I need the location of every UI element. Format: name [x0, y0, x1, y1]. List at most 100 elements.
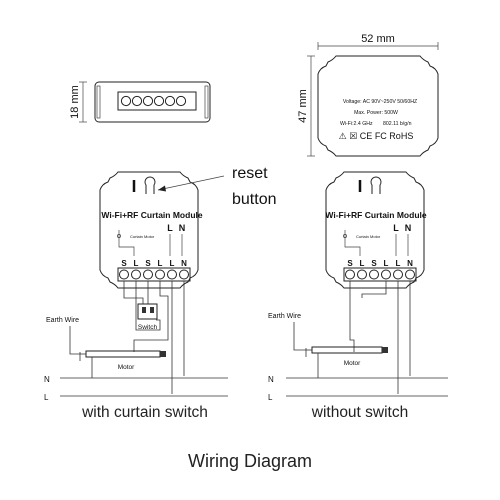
diagram-title: Wiring Diagram: [188, 451, 312, 471]
caption-with-curtain-switch: with curtain switch: [81, 404, 208, 421]
neutral-label: N: [44, 375, 50, 384]
side-view-terminal-strip: [117, 91, 197, 111]
front-label-view: 52 mm 47 mm Voltage: AC 90V~250V 50/60HZ…: [297, 33, 439, 157]
side-view-screw-row: [120, 95, 187, 107]
reset-label-line2: button: [232, 191, 276, 208]
wire-l1: [135, 281, 161, 331]
terminal-s1-label: S: [121, 259, 127, 268]
terminal-screw: [143, 269, 153, 280]
terminal-n-label: N: [181, 259, 187, 268]
spec-wifi-frequency: Wi-Fi:2.4 GHz: [340, 121, 373, 127]
side-view-screw: [153, 95, 165, 107]
module-body: [325, 171, 425, 289]
side-view-right-tab: [204, 85, 209, 119]
terminal-screw: [369, 269, 379, 280]
module-without-switch: Wi-Fi+RF Curtain Module L N Curtain Moto…: [325, 171, 427, 289]
width-dimension-label: 52 mm: [361, 33, 395, 45]
module-title: Wi-Fi+RF Curtain Module: [101, 210, 202, 220]
side-view-screw: [175, 95, 187, 107]
terminal-screw-row: [119, 269, 189, 280]
wire-l2: [133, 281, 169, 352]
neutral-label: N: [268, 375, 274, 384]
reset-callout-arrow: [158, 185, 166, 192]
terminal-l-label: L: [170, 259, 175, 268]
motor-symbol-dot: [117, 234, 121, 238]
curtain-motor-label: Curtain Motor: [130, 234, 155, 239]
terminal-screw: [119, 269, 129, 280]
terminal-screw: [131, 269, 141, 280]
terminal-l1-label: L: [134, 259, 139, 268]
terminal-l-label: L: [396, 259, 401, 268]
terminal-screw-row: [345, 269, 415, 280]
wiring-without-switch: N L Earth Wire Motor: [268, 281, 448, 402]
terminal-screw: [155, 269, 165, 280]
motor-symbol-dot: [343, 234, 347, 238]
terminal-screw: [393, 269, 403, 280]
motor-rail: [311, 346, 383, 354]
side-view-screw: [164, 95, 176, 107]
motor-label: Motor: [344, 360, 361, 367]
terminal-l1-label: L: [360, 259, 365, 268]
terminal-screw: [179, 269, 189, 280]
reset-button-callout: reset button: [157, 165, 276, 208]
module-title: Wi-Fi+RF Curtain Module: [325, 210, 426, 220]
terminal-n-label: N: [407, 259, 413, 268]
side-view-body: [94, 81, 211, 123]
wire-l2: [361, 281, 387, 298]
live-label: L: [268, 393, 273, 402]
reset-callout-line: [157, 175, 225, 191]
motor-rail: [85, 350, 161, 358]
terminal-screw: [345, 269, 355, 280]
spec-power: Max. Power: 500W: [354, 110, 398, 116]
spec-voltage: Voltage: AC 90V~250V 50/60HZ: [343, 99, 417, 105]
earth-wire: [69, 326, 80, 355]
motor-end-cap: [382, 347, 388, 353]
earth-wire-label: Earth Wire: [46, 317, 79, 324]
label-view-body: [317, 55, 439, 157]
live-label: L: [44, 393, 49, 402]
earth-wire: [293, 322, 306, 351]
module-with-switch: Wi-Fi+RF Curtain Module L N Curtain Moto…: [99, 171, 203, 289]
certification-marks: ⚠ ☒ CE FC RoHS: [339, 131, 414, 141]
terminal-block: [343, 267, 417, 282]
spec-wifi-standard: 802.11 b/g/n: [383, 121, 412, 127]
terminal-s2-label: S: [145, 259, 151, 268]
terminal-l2-label: L: [384, 259, 389, 268]
depth-dimension-label: 18 mm: [69, 85, 81, 119]
wire-s1: [123, 281, 144, 304]
curtain-motor-label: Curtain Motor: [356, 234, 381, 239]
switch-contact: [150, 307, 154, 313]
terminal-l2-label: L: [158, 259, 163, 268]
terminal-s1-label: S: [347, 259, 353, 268]
reset-button-icon: [370, 176, 382, 194]
curtain-switch-box: [137, 303, 158, 320]
switch-label: Switch: [138, 324, 158, 331]
height-dimension-label: 47 mm: [297, 89, 309, 123]
side-view-screw: [131, 95, 143, 107]
terminal-top-l: L: [167, 223, 173, 233]
switch-contact: [142, 307, 146, 313]
reset-button-icon: [144, 176, 156, 194]
terminal-top-l: L: [393, 223, 399, 233]
earth-wire-label: Earth Wire: [268, 313, 301, 320]
side-view-screw: [120, 95, 132, 107]
side-view-screw: [142, 95, 154, 107]
terminal-screw: [381, 269, 391, 280]
wire-s1: [349, 281, 355, 352]
terminal-block: [117, 267, 191, 282]
terminal-top-n: N: [405, 223, 412, 233]
terminal-screw: [405, 269, 415, 280]
reset-label-line1: reset: [232, 165, 268, 182]
terminal-screw: [357, 269, 367, 280]
terminal-top-n: N: [179, 223, 186, 233]
caption-without-switch: without switch: [311, 404, 408, 421]
internal-wire: [118, 243, 135, 256]
side-view: 18 mm: [69, 81, 211, 123]
terminal-screw: [167, 269, 177, 280]
motor-label: Motor: [118, 364, 135, 371]
side-view-left-tab: [96, 85, 101, 119]
wiring-with-switch: Switch N L Earth Wire Motor: [44, 281, 228, 402]
internal-wire: [344, 243, 361, 256]
terminal-s2-label: S: [371, 259, 377, 268]
